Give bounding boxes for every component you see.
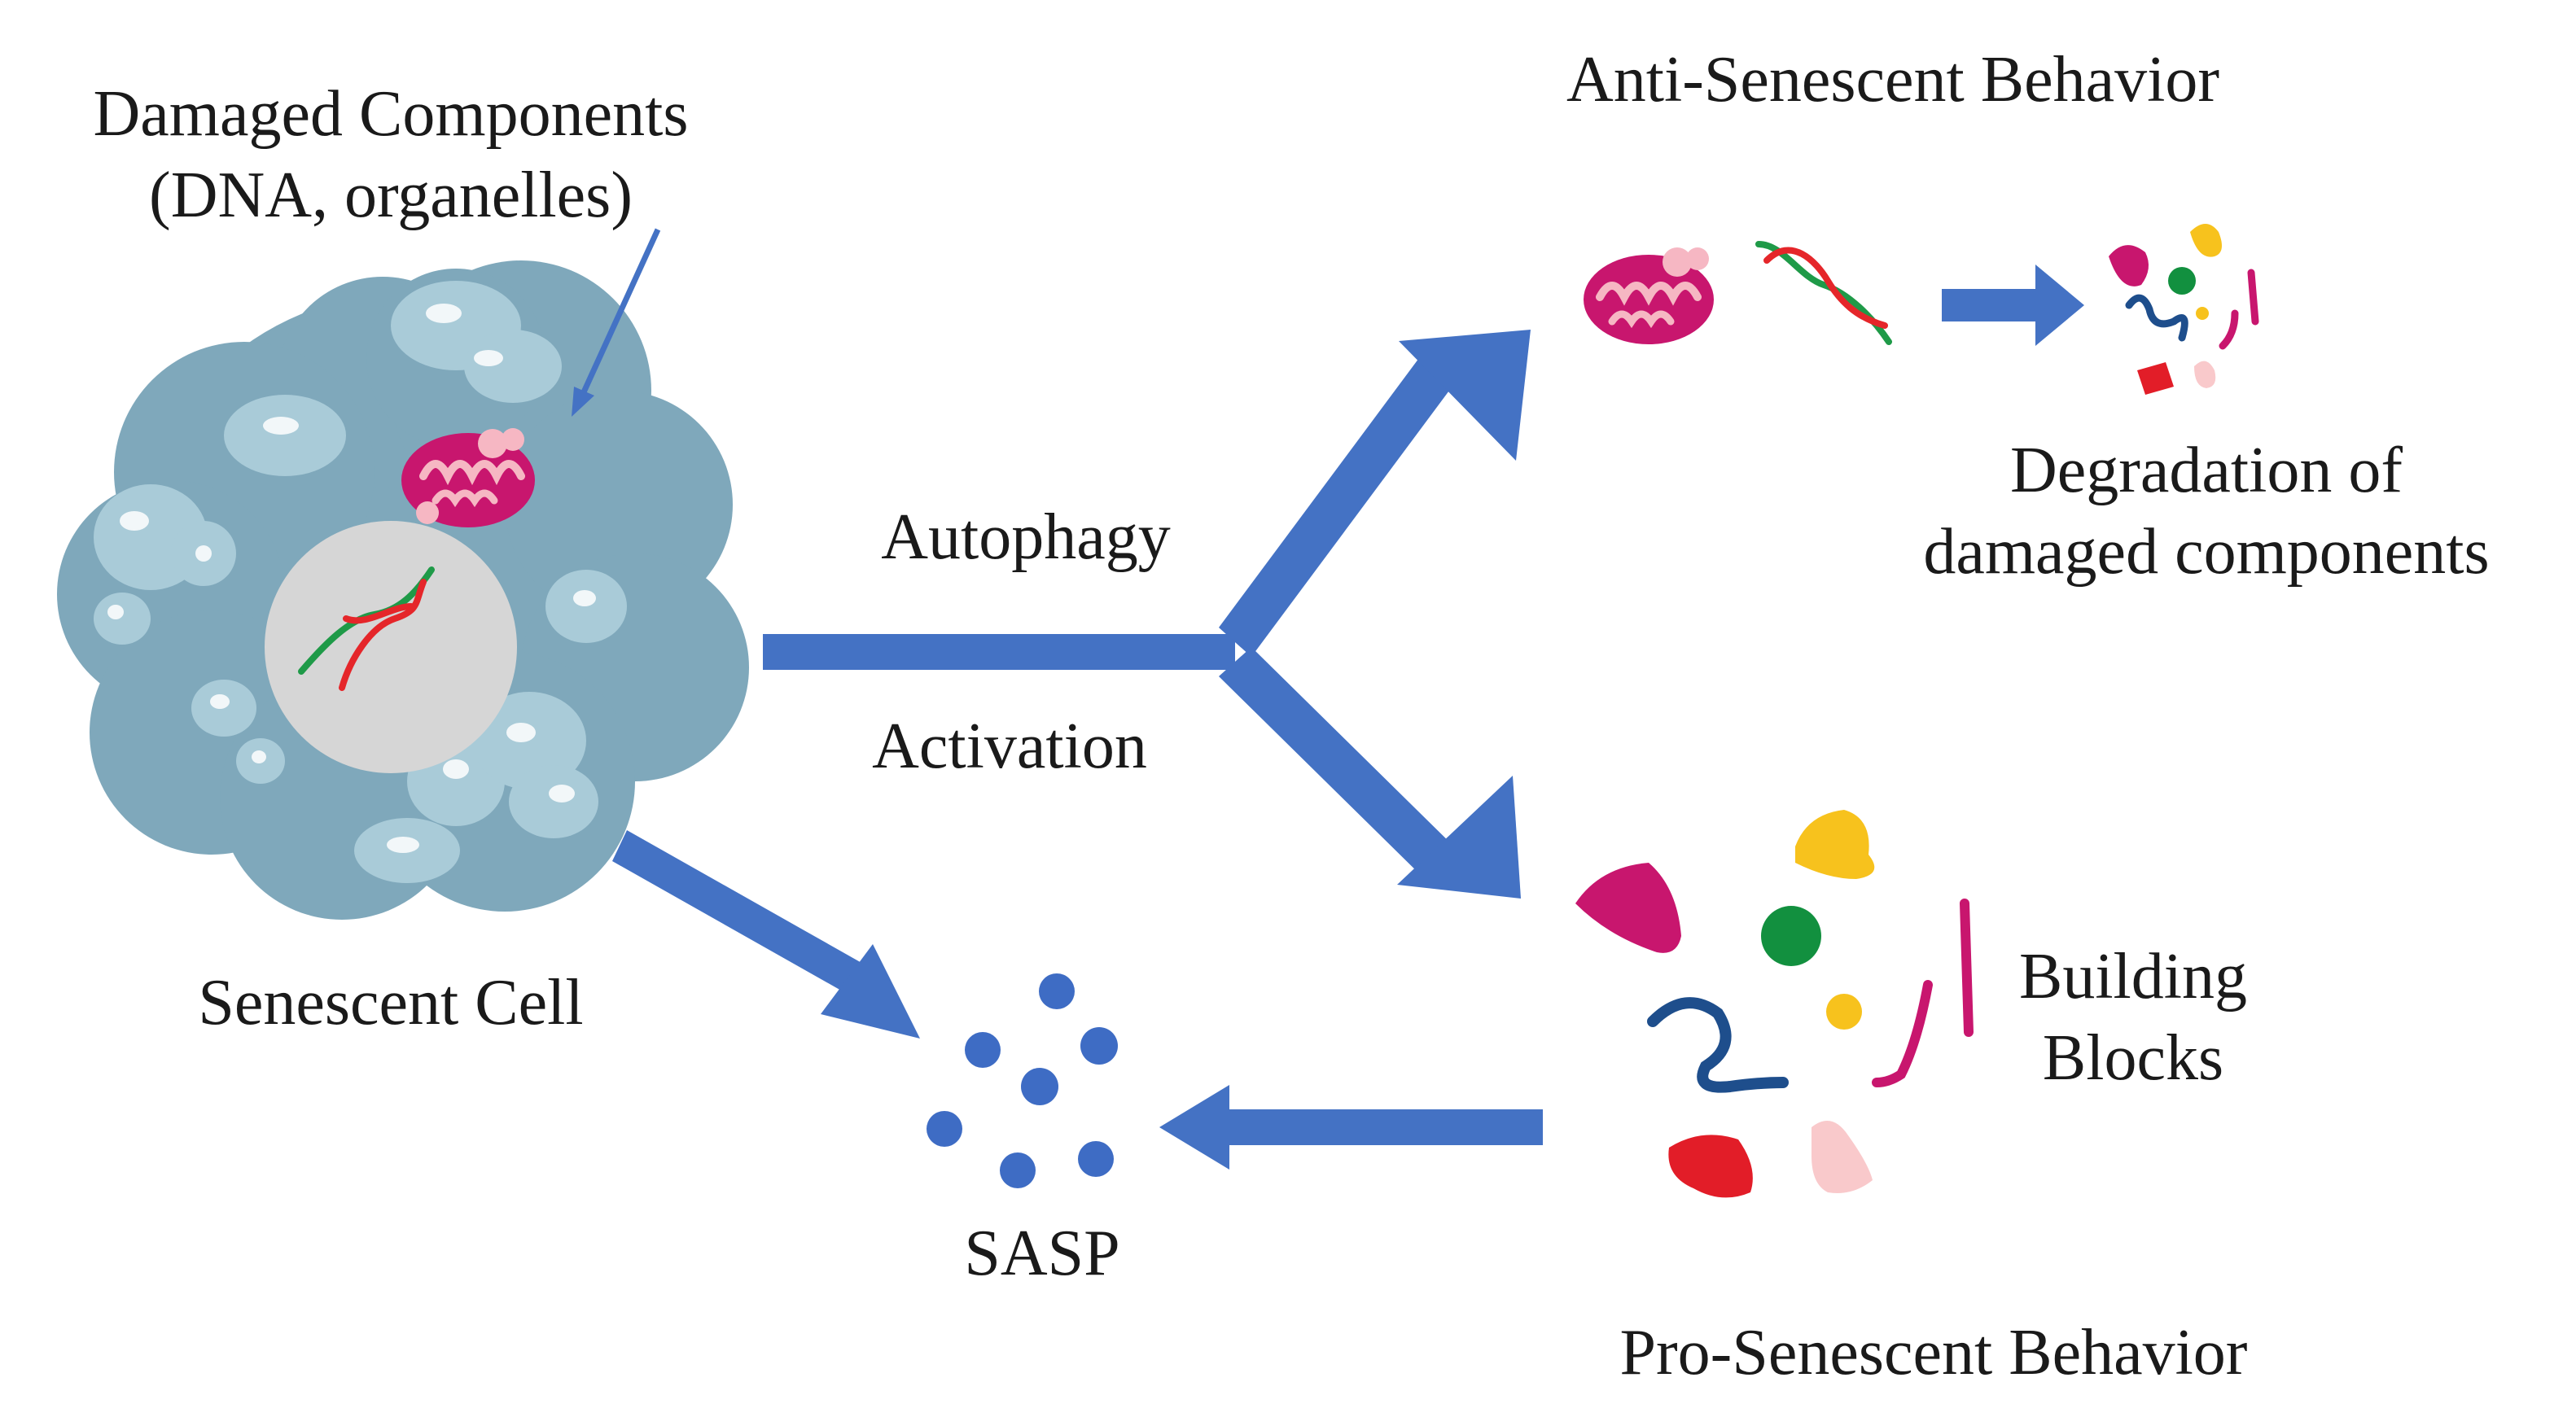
blocks-to-sasp-arrow [1159, 1085, 1543, 1170]
pointer-arrow [572, 228, 661, 417]
block-magenta-strand [1872, 980, 1933, 1087]
anti-mitochondrion-icon [1584, 247, 1714, 344]
block-navy-strand [1647, 997, 1789, 1093]
block-yellow-small [1826, 994, 1862, 1030]
building-blocks-label: Building Blocks [1978, 936, 2288, 1099]
degraded-components [2109, 224, 2259, 395]
autophagy-branch-arrow [763, 330, 1531, 899]
degradation-arrow [1942, 265, 2084, 346]
anti-senescent-label: Anti-Senescent Behavior [1566, 44, 2219, 116]
block-green [1761, 906, 1821, 966]
sasp-dots [927, 973, 1118, 1188]
nucleus-dna-icon [298, 566, 435, 691]
senescent-cell-label: Senescent Cell [198, 967, 584, 1039]
degradation-label: Degradation of damaged components [1848, 430, 2565, 593]
building-blocks-line1: Building [2018, 941, 2248, 1012]
vesicles [94, 281, 627, 883]
activation-label: Activation [872, 711, 1147, 782]
degradation-line2: damaged components [1923, 516, 2490, 588]
cell-mitochondrion-icon [401, 428, 535, 527]
block-red [1668, 1135, 1753, 1198]
building-blocks [1575, 810, 1974, 1198]
damaged-components-line2: (DNA, organelles) [149, 160, 633, 231]
degradation-line1: Degradation of [2009, 435, 2403, 506]
building-blocks-line2: Blocks [2042, 1022, 2224, 1094]
block-magenta [1575, 863, 1681, 953]
damaged-components-line1: Damaged Components [93, 78, 689, 150]
pro-senescent-label: Pro-Senescent Behavior [1619, 1317, 2248, 1389]
vesicle-highlights [107, 304, 596, 853]
block-yellow [1795, 810, 1875, 879]
sasp-label: SASP [964, 1218, 1120, 1289]
damaged-components-label: Damaged Components (DNA, organelles) [24, 73, 757, 236]
nucleus [265, 521, 517, 773]
block-pink [1812, 1121, 1873, 1193]
senescent-cell [57, 260, 749, 920]
cell-to-sasp-arrow [612, 830, 920, 1039]
building-blocks-bracket [1960, 899, 1974, 1037]
autophagy-label: Autophagy [881, 501, 1171, 573]
anti-dna-icon [1755, 241, 1892, 345]
